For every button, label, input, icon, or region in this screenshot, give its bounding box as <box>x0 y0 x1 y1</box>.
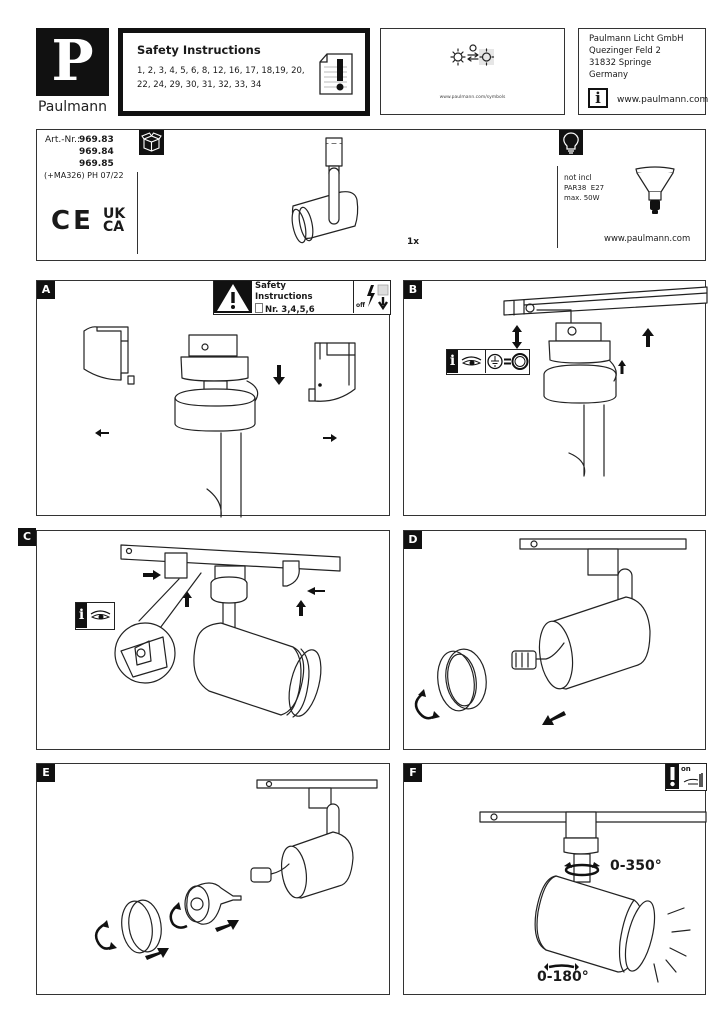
safety-numbers-line-2: 22, 24, 29, 30, 31, 32, 33, 34 <box>137 80 262 90</box>
info-icon: i <box>447 350 458 373</box>
power-on-label: on <box>681 765 691 773</box>
symbols-url[interactable]: www.paulmann.com/symbols <box>439 95 506 100</box>
safety-numbers-line-1: 1, 2, 3, 4, 5, 6, 8, 12, 16, 17, 18,19, … <box>137 66 305 76</box>
symbols-panel: www.paulmann.com/symbols <box>380 28 565 115</box>
power-on-badge: on <box>665 763 707 791</box>
step-f-panel: F on 0-350° 0-180° <box>403 763 707 995</box>
safety-badge-numbers: Nr. 3,4,5,6 <box>255 303 315 316</box>
rotation-tilt-range: 0-180° <box>537 969 589 985</box>
power-off-label: off <box>356 302 365 309</box>
product-info-panel: Art.-Nr.: 969.83 969.84 969.85 (+MA326) … <box>36 129 706 261</box>
article-number-2: 969.84 <box>79 147 114 157</box>
spotlight-illustration <box>283 134 383 244</box>
bulb-type: PAR38 E27 <box>564 184 605 192</box>
document-icon <box>255 303 263 313</box>
step-f-label: F <box>404 764 422 782</box>
rotation-vertical-range: 0-350° <box>610 858 662 874</box>
step-e-illustration <box>94 779 378 960</box>
product-url[interactable]: www.paulmann.com <box>604 234 691 244</box>
ukca-bottom: CA <box>103 219 125 235</box>
light-bulb-icon <box>559 130 583 155</box>
step-a-panel: A Safety Instructions Nr. 3,4,5,6 off <box>36 280 391 518</box>
ukca-top: UK <box>103 206 126 222</box>
info-icon: i <box>76 603 87 628</box>
step-c-label: C <box>18 528 36 546</box>
safety-instructions-panel: Safety Instructions 1, 2, 3, 4, 5, 6, 8,… <box>118 28 370 116</box>
quantity: 1x <box>407 237 420 247</box>
safety-badge-title-1: Safety <box>255 281 286 291</box>
paulmann-logo: P Paulmann <box>36 28 109 116</box>
power-off-icon <box>362 283 390 311</box>
step-b-label: B <box>404 281 422 299</box>
safety-instructions-title: Safety Instructions <box>137 43 261 57</box>
company-country: Germany <box>589 70 629 80</box>
inspect-info-badge: i <box>75 602 115 630</box>
package-icon <box>139 130 164 155</box>
lamp-switch-symbols-icon <box>450 43 495 67</box>
article-number-label: Art.-Nr.: <box>45 135 80 145</box>
step-d-panel: D <box>403 530 706 750</box>
logo-letter: P <box>51 28 94 94</box>
step-c-panel: i <box>36 530 390 750</box>
company-street: Quezinger Feld 2 <box>589 46 661 56</box>
info-icon: i <box>588 88 608 108</box>
par38-bulb-illustration <box>633 166 677 216</box>
ukca-mark: UK CA <box>103 206 126 235</box>
power-off-divider <box>353 281 354 313</box>
article-number-3: 969.85 <box>79 159 114 169</box>
logo-wordmark: Paulmann <box>37 99 108 115</box>
step-c-illustration <box>114 544 341 718</box>
company-city: 31832 Springe <box>589 58 652 68</box>
article-number-1: 969.83 <box>79 135 114 145</box>
safety-badge-numbers-text: Nr. 3,4,5,6 <box>265 305 315 315</box>
bulb-max-wattage: max. 50W <box>564 194 600 202</box>
step-a-label: A <box>37 281 55 299</box>
company-name: Paulmann Licht GmbH <box>589 34 684 44</box>
ground-equals-ring-icon <box>486 350 530 373</box>
switch-on-icon <box>680 772 706 788</box>
bulb-not-included: not incl <box>564 173 592 182</box>
version-code: (+MA326) PH 07/22 <box>44 171 124 180</box>
step-e-panel: E <box>36 763 390 995</box>
step-d-illustration <box>414 538 687 725</box>
document-warning-icon <box>319 53 353 95</box>
warning-exclamation-icon <box>666 764 679 789</box>
eye-icon <box>87 603 114 628</box>
manufacturer-address-panel: Paulmann Licht GmbH Quezinger Feld 2 318… <box>578 28 709 115</box>
logo-mark <box>36 28 109 96</box>
ce-mark: CE <box>51 206 94 236</box>
step-f-illustration <box>479 811 707 983</box>
step-e-label: E <box>37 764 55 782</box>
step-a-illustration <box>83 326 356 518</box>
step-d-label: D <box>404 531 422 549</box>
divider-left <box>137 172 138 254</box>
step-a-safety-badge: Safety Instructions Nr. 3,4,5,6 off <box>213 280 391 315</box>
eye-icon <box>458 350 486 373</box>
inspect-ground-info-badge: i <box>446 349 530 375</box>
divider-right <box>557 166 558 248</box>
warning-icon <box>214 281 252 313</box>
company-url[interactable]: www.paulmann.com <box>617 95 709 105</box>
step-b-panel: B i <box>403 280 708 516</box>
safety-badge-title-2: Instructions <box>255 292 313 302</box>
step-b-illustration <box>503 286 708 477</box>
